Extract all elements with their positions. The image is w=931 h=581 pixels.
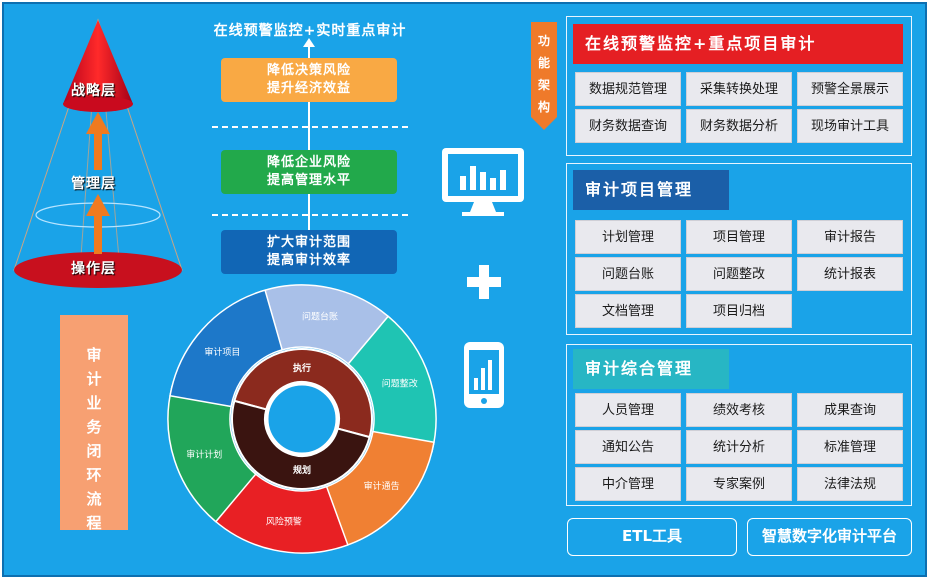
function-cell[interactable]: 项目管理 — [686, 220, 792, 254]
function-cell[interactable]: 计划管理 — [575, 220, 681, 254]
function-cell[interactable]: 专家案例 — [686, 467, 792, 501]
phone-chart-icon — [464, 342, 504, 408]
panel-general-management — [566, 344, 912, 506]
loop-label: 审计业务闭环流程 — [60, 315, 128, 532]
panel-general-management-title: 审计综合管理 — [573, 349, 729, 389]
audit-platform-button[interactable]: 智慧数字化审计平台 — [747, 518, 912, 556]
function-cell[interactable]: 审计报告 — [797, 220, 903, 254]
panel-monitoring — [566, 16, 912, 156]
step-box-top: 降低决策风险 提升经济效益 — [221, 58, 397, 102]
function-cell[interactable]: 现场审计工具 — [797, 109, 903, 143]
panel-project-management — [566, 163, 912, 335]
function-cell[interactable]: 通知公告 — [575, 430, 681, 464]
step-box-middle: 降低企业风险 提高管理水平 — [221, 150, 397, 194]
cycle-outer-label: 风险预警 — [266, 515, 302, 527]
function-cell[interactable]: 统计分析 — [686, 430, 792, 464]
step-line: 降低企业风险 — [266, 155, 351, 170]
function-cell[interactable]: 法律法规 — [797, 467, 903, 501]
layer-cone — [13, 18, 183, 288]
function-cell[interactable]: 数据规范管理 — [575, 72, 681, 106]
top-caption: 在线预警监控+实时重点审计 — [213, 23, 407, 39]
upward-arrow-line — [308, 42, 310, 237]
step-line: 提高审计效率 — [266, 253, 351, 268]
cycle-inner-label: 执行 — [293, 362, 311, 374]
panel-project-management-title: 审计项目管理 — [573, 170, 729, 210]
step-line: 降低决策风险 — [266, 63, 351, 78]
cycle-segment-project — [169, 289, 284, 408]
function-cell[interactable]: 标准管理 — [797, 430, 903, 464]
function-cell[interactable]: 人员管理 — [575, 393, 681, 427]
cycle-outer-label: 问题台账 — [302, 311, 338, 323]
function-cell[interactable]: 文档管理 — [575, 294, 681, 328]
step-line: 提升经济效益 — [266, 81, 351, 96]
function-cell[interactable]: 问题台账 — [575, 257, 681, 291]
cycle-outer-label: 审计通告 — [364, 480, 400, 492]
function-cell[interactable]: 财务数据查询 — [575, 109, 681, 143]
divider — [212, 214, 408, 216]
step-box-bottom: 扩大审计范围 提高审计效率 — [221, 230, 397, 274]
layer-management: 管理层 — [71, 176, 116, 192]
cycle-outer-label: 问题整改 — [382, 377, 418, 389]
function-architecture-tag: 功能架构 — [531, 22, 557, 130]
divider — [212, 126, 408, 128]
function-cell[interactable]: 中介管理 — [575, 467, 681, 501]
function-cell[interactable]: 统计报表 — [797, 257, 903, 291]
function-cell[interactable]: 问题整改 — [686, 257, 792, 291]
function-architecture-text: 功能架构 — [537, 34, 550, 114]
step-line: 扩大审计范围 — [266, 235, 351, 250]
layer-operation: 操作层 — [71, 261, 116, 277]
function-cell[interactable]: 成果查询 — [797, 393, 903, 427]
function-cell[interactable]: 预警全景展示 — [797, 72, 903, 106]
function-cell[interactable]: 项目归档 — [686, 294, 792, 328]
function-cell[interactable]: 绩效考核 — [686, 393, 792, 427]
cycle-outer-label: 审计项目 — [204, 346, 240, 358]
function-cell[interactable]: 采集转换处理 — [686, 72, 792, 106]
monitor-chart-icon — [442, 148, 524, 216]
etl-tool-button[interactable]: ETL工具 — [567, 518, 737, 556]
layer-strategic: 战略层 — [71, 83, 116, 99]
arrow-head-icon — [303, 38, 315, 47]
cycle-inner-label: 规划 — [293, 464, 311, 476]
function-cell[interactable]: 财务数据分析 — [686, 109, 792, 143]
panel-monitoring-title: 在线预警监控+重点项目审计 — [573, 24, 903, 64]
step-line: 提高管理水平 — [266, 173, 351, 188]
plus-icon — [467, 265, 501, 299]
cycle-outer-label: 审计计划 — [186, 449, 222, 461]
cycle-inner-execute — [233, 348, 373, 439]
loop-label-text: 审计业务闭环流程 — [86, 346, 102, 532]
cycle-inner-plan — [231, 399, 371, 490]
